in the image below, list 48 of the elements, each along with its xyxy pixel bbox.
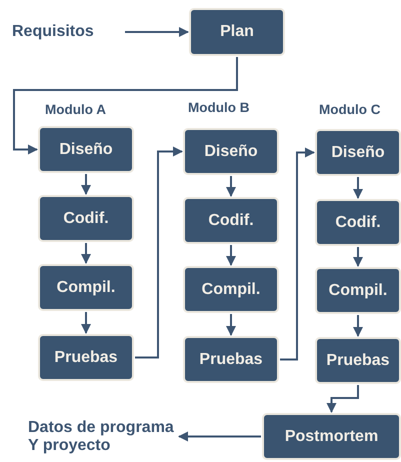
step-label: Pruebas [326,352,390,370]
process-box [38,195,134,242]
step-label: Diseño [331,144,385,162]
arrow [178,432,261,442]
arrow [326,385,359,413]
arrow [81,312,91,334]
step-label: Compil. [56,278,116,296]
step-label: Pruebas [199,350,263,368]
process-box [183,197,279,244]
step-label: Pruebas [54,348,118,366]
arrow [353,247,363,267]
arrow [13,57,238,154]
process-box [38,126,134,173]
step-label: Compil. [328,282,388,300]
step-label: Postmortem [284,428,378,446]
process-box [38,264,134,311]
process-box [315,129,401,176]
step-label: Codif. [63,210,109,228]
column-heading: Modulo B [188,100,250,115]
arrow [353,315,363,337]
process-box [183,266,279,313]
arrow [280,148,315,360]
arrow [81,174,91,195]
step-label: Compil. [202,280,260,298]
arrow [125,27,189,37]
process-box [315,199,401,246]
step-label: Diseño [204,142,258,160]
step-label: Codif. [208,212,254,230]
step-label: Diseño [59,140,113,158]
flow-text: Requisitos [12,22,94,42]
process-box [183,336,279,383]
arrow [353,177,363,199]
process-box [315,267,401,314]
process-box [183,128,279,175]
process-box [262,413,401,460]
arrow [226,176,236,197]
step-label: Codif. [335,214,381,232]
arrow [81,243,91,264]
column-heading: Modulo C [319,102,380,117]
arrow [226,245,236,266]
arrow [135,146,183,358]
arrow [226,314,236,336]
process-box [38,334,134,381]
flow-text: Datos de programa Y proyecto [28,418,175,456]
column-heading: Modulo A [45,102,106,117]
process-box [315,337,401,384]
process-box [189,8,285,56]
step-label: Plan [220,23,254,41]
